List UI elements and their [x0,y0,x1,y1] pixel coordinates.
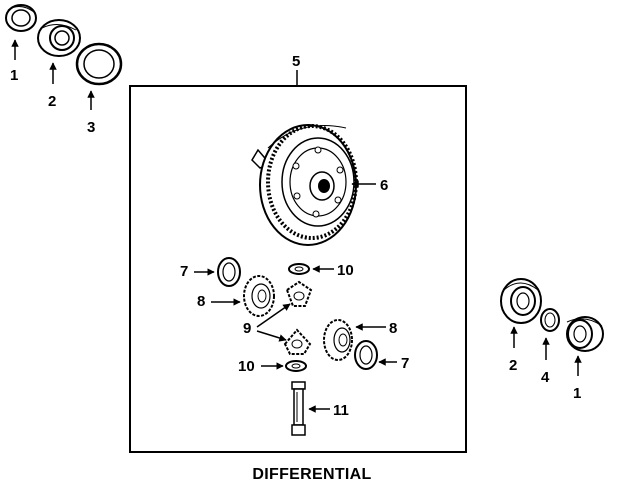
callout-3: 3 [87,119,95,136]
part-1-bearing-left [5,4,37,32]
callout-2-right: 2 [509,357,517,374]
callout-7-bottom: 7 [401,355,409,372]
diagram-caption: DIFFERENTIAL [252,466,372,483]
callout-10-bottom: 10 [238,358,255,375]
callout-10-top: 10 [337,262,354,279]
callout-1-right: 1 [573,385,581,402]
part-10-washer-bottom [285,360,307,372]
callout-5: 5 [292,53,300,70]
callout-11: 11 [333,402,349,419]
part-4-shim [540,308,560,332]
part-7-washer-top [217,257,241,287]
part-10-washer-top [288,263,310,275]
part-7-washer-bottom [354,340,378,370]
callout-2-left: 2 [48,93,56,110]
callout-8-right: 8 [389,320,397,337]
part-8-side-gear-right [323,319,353,361]
part-3-race [75,42,123,86]
callout-9: 9 [243,320,251,337]
part-9-pinion-top [285,280,313,307]
callout-4: 4 [541,369,550,386]
part-2-bearing-right [500,278,542,324]
part-8-side-gear-left [243,275,275,317]
assembly-box [129,85,467,453]
part-11-shaft [291,381,306,436]
callout-8-left: 8 [197,293,205,310]
callout-6: 6 [380,177,388,194]
arrow-9-top [256,303,291,328]
arrow-9-bottom [256,330,287,342]
part-9-pinion-bottom [283,328,312,355]
callout-7-top: 7 [180,263,188,280]
part-1-bearing-right [566,316,604,352]
callout-1-left: 1 [10,67,18,84]
part-2-bearing-left [37,19,81,57]
part-6-ring-gear [251,124,358,246]
